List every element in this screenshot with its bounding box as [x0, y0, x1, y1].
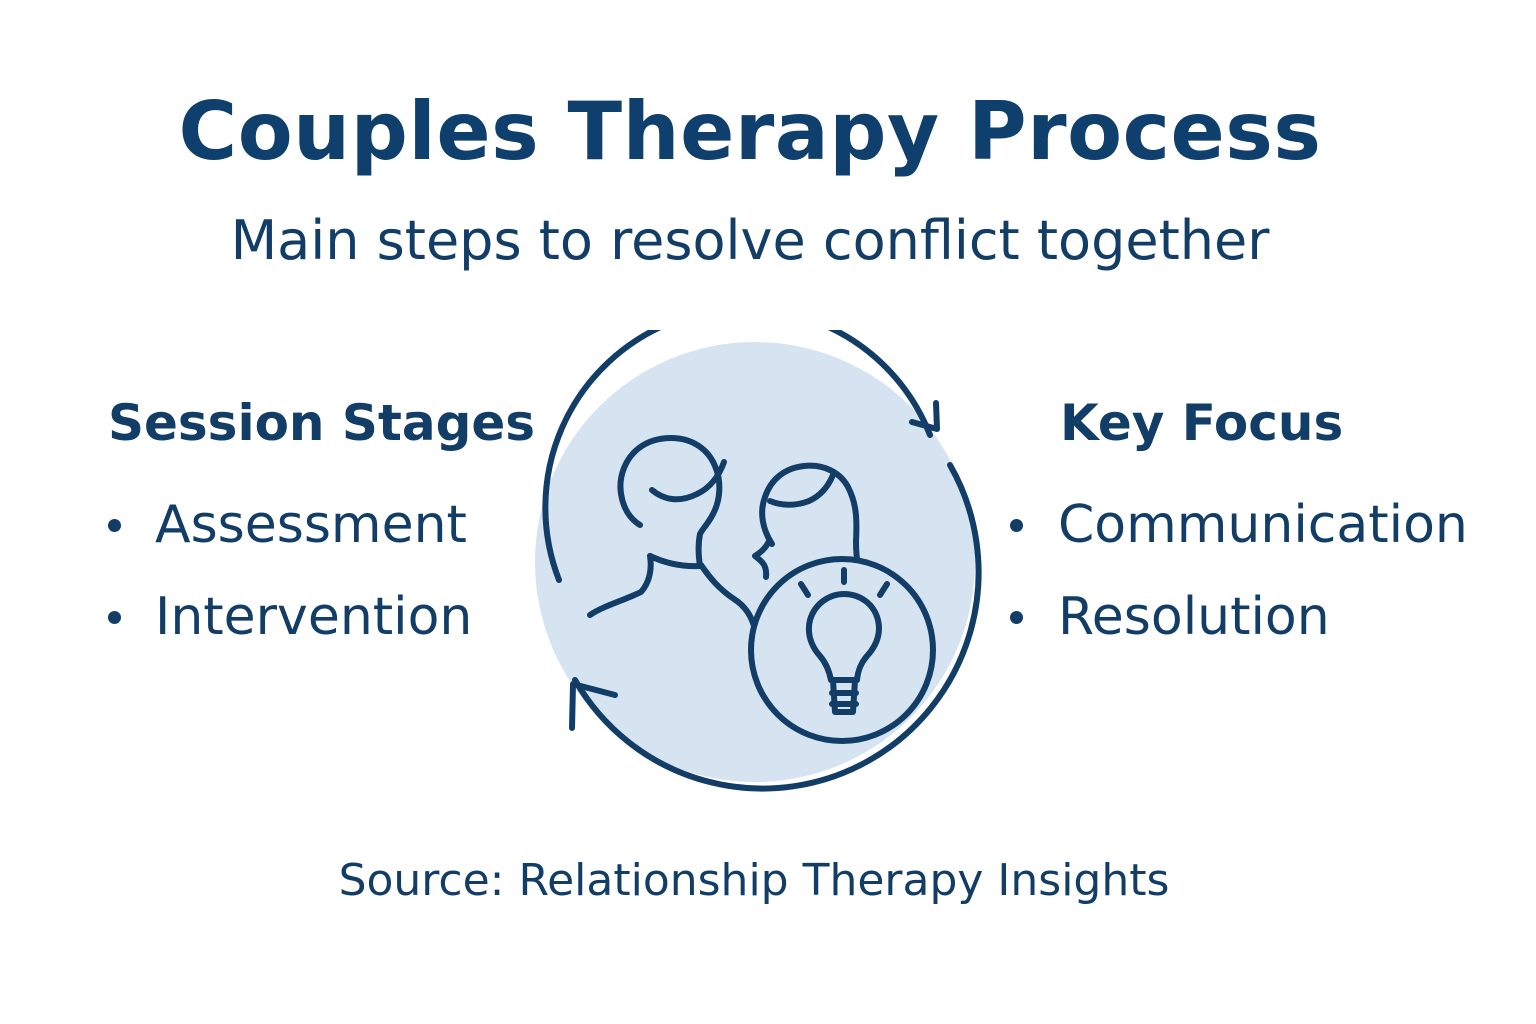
man-shoulder — [587, 553, 654, 618]
session-stages-heading: Session Stages — [108, 394, 536, 452]
list-item-label: Resolution — [1058, 587, 1330, 647]
lightbulb-rays — [798, 567, 890, 598]
list-item: Resolution — [1010, 571, 1480, 663]
bullet-dot — [1010, 610, 1023, 624]
session-stages-panel: Session Stages Assessment Intervention — [108, 396, 578, 663]
lightbulb-threads — [829, 690, 859, 707]
bullet-dot — [108, 610, 121, 624]
arrow-head-top — [909, 400, 940, 432]
cycle-arc-top — [542, 330, 933, 583]
page-title: Couples Therapy Process — [178, 85, 1322, 178]
page-subtitle: Main steps to resolve conflict together — [230, 209, 1270, 272]
key-focus-heading: Key Focus — [1060, 394, 1344, 452]
man-shoulder-right — [698, 562, 758, 633]
list-item: Communication — [1010, 479, 1480, 571]
man-head — [617, 435, 723, 570]
key-focus-list: Communication Resolution — [1010, 479, 1480, 663]
list-item-label: Intervention — [155, 587, 473, 647]
list-item-label: Communication — [1058, 495, 1468, 555]
woman-face — [752, 538, 772, 580]
woman-head — [759, 462, 860, 547]
bullet-dot — [108, 518, 121, 532]
list-item-label: Assessment — [155, 495, 467, 555]
list-item: Assessment — [108, 479, 578, 571]
lightbulb-icon — [748, 556, 936, 744]
therapy-cycle-diagram — [535, 330, 982, 792]
arrow-head-bottom — [569, 681, 618, 731]
list-item: Intervention — [108, 571, 578, 663]
cycle-arc-bottom — [572, 462, 982, 792]
idea-circle — [748, 556, 936, 744]
bullet-dot — [1010, 518, 1023, 532]
man-hair — [649, 459, 727, 503]
key-focus-panel: Key Focus Communication Resolution — [1010, 396, 1480, 663]
woman-hair — [767, 472, 836, 508]
source-note: Source: Relationship Therapy Insights — [338, 855, 1170, 906]
session-stages-list: Assessment Intervention — [108, 479, 578, 663]
